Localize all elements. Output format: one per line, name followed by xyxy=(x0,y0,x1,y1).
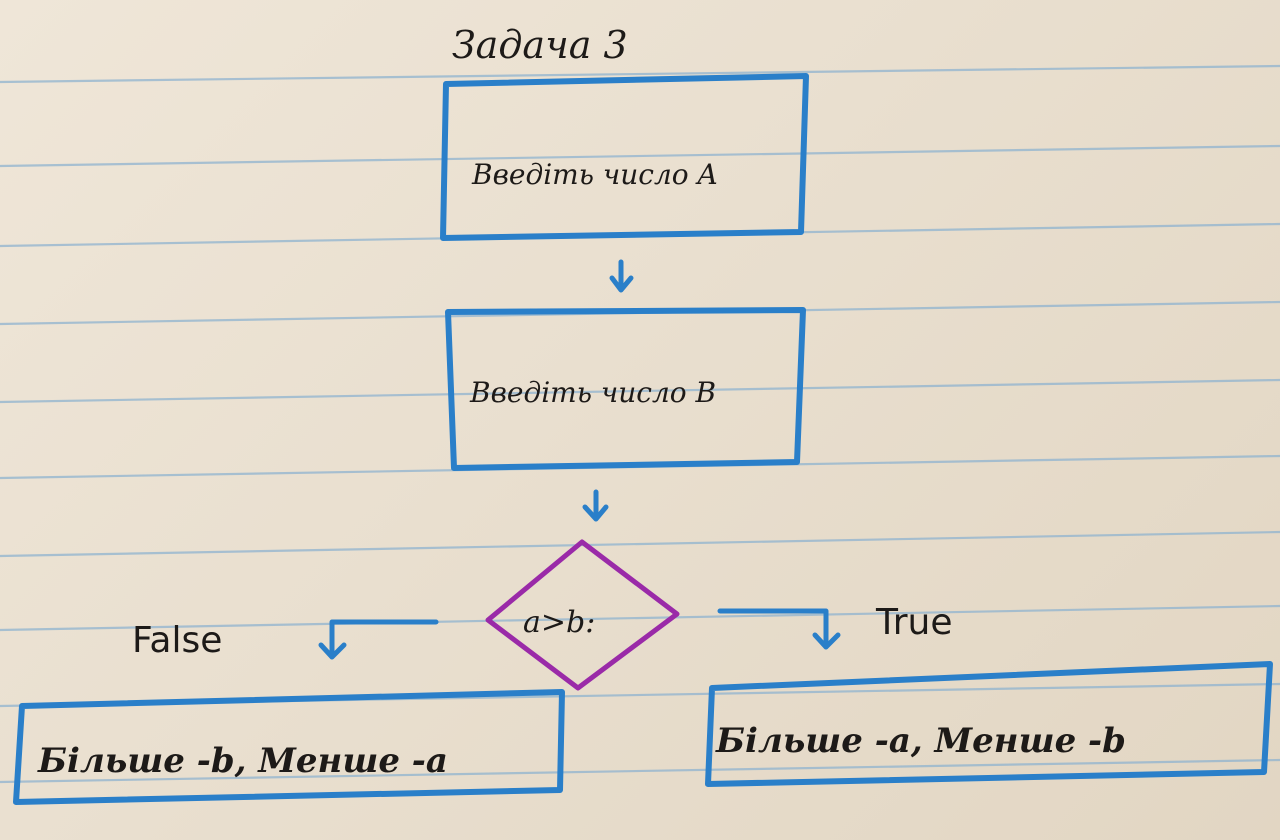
false-result-text: Більше -b, Менше -a xyxy=(37,741,448,781)
decision-condition: a>b: xyxy=(523,605,595,640)
flow-arrow xyxy=(609,259,634,293)
false-branch-label: False xyxy=(132,620,222,661)
decision-node: a>b: xyxy=(485,539,680,691)
diagram-title: Задача 3 xyxy=(452,23,628,67)
step-label: Введіть число A xyxy=(471,158,718,191)
result-box xyxy=(13,689,565,805)
result-box xyxy=(705,661,1273,787)
false-branch-arrow xyxy=(318,619,439,660)
decision-diamond xyxy=(485,539,680,691)
process-box xyxy=(440,73,809,241)
flow-arrow xyxy=(582,489,609,522)
step-box-input-a: Введіть число A xyxy=(440,73,809,241)
true-result-text: Більше -a, Менше -b xyxy=(715,721,1126,761)
process-box xyxy=(445,307,806,471)
true-result-box: Більше -a, Менше -b xyxy=(705,661,1273,787)
step-label: Введіть число B xyxy=(469,376,716,409)
true-branch-label: True xyxy=(875,602,952,643)
step-box-input-b: Введіть число B xyxy=(445,307,806,471)
true-branch-arrow xyxy=(717,608,841,650)
false-result-box: Більше -b, Менше -a xyxy=(13,689,565,805)
